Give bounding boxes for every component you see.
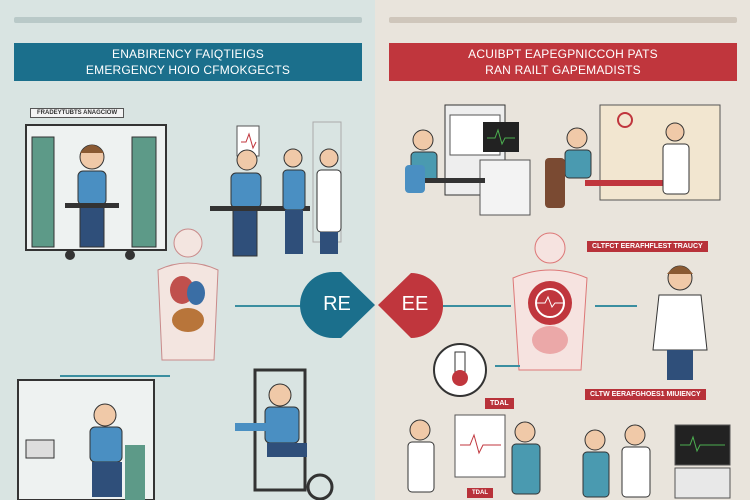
left-banner-line2: EMERGENCY HOIO CFMOKGECTS [85,63,291,77]
connector-line [60,375,170,377]
right-tag-small: TDAL [485,398,514,409]
clinic-desk-illustration [405,104,721,216]
right-arrow-label: EE [401,293,429,315]
patient-wheelchair-illustration [235,368,334,500]
left-arrow-icon [378,273,443,338]
left-banner: ENABIRENCY FAIQTIEIGS EMERGENCY HOIO CFM… [14,43,362,81]
right-tag-top: CLTFCT EERAFHFLEST TRAUCY [587,241,708,252]
walking-patients-illustration [210,121,342,257]
thermometer-icon [433,343,487,397]
doctor-illustration [652,265,708,380]
anatomy-figure-icon [157,228,219,361]
patient-sitting-illustration [17,379,155,500]
top-divider [14,17,362,23]
bedside-care-illustration [407,414,731,499]
right-banner-line1: ACUIBPT EAPEGPNICCOH PATS [468,47,658,61]
connector-line [443,305,511,307]
top-divider [389,17,737,23]
left-panel: ENABIRENCY FAIQTIEIGS EMERGENCY HOIO CFM… [14,17,375,500]
left-small-label: FRADEYTUBTS ANAGCIOW [30,108,125,118]
connector-line [235,305,310,307]
patient-walker-illustration [25,124,167,260]
monitor-tag: TDAL [467,488,493,498]
connector-line [495,365,520,367]
right-banner-line2: RAN RAILT GAPEMADISTS [485,63,641,77]
connector-line [595,305,637,307]
right-banner: ACUIBPT EAPEGPNICCOH PATS RAN RAILT GAPE… [389,43,737,81]
right-arrow-icon [300,272,375,338]
left-arrow-label: RE [323,293,351,315]
right-panel: ACUIBPT EAPEGPNICCOH PATS RAN RAILT GAPE… [375,0,750,500]
right-tag-bottom: CLTW EERAFGHOES1 MIUIENCY [585,389,706,400]
left-banner-line1: ENABIRENCY FAIQTIEIGS [111,47,264,61]
anatomy-heart-figure-icon [512,232,588,371]
